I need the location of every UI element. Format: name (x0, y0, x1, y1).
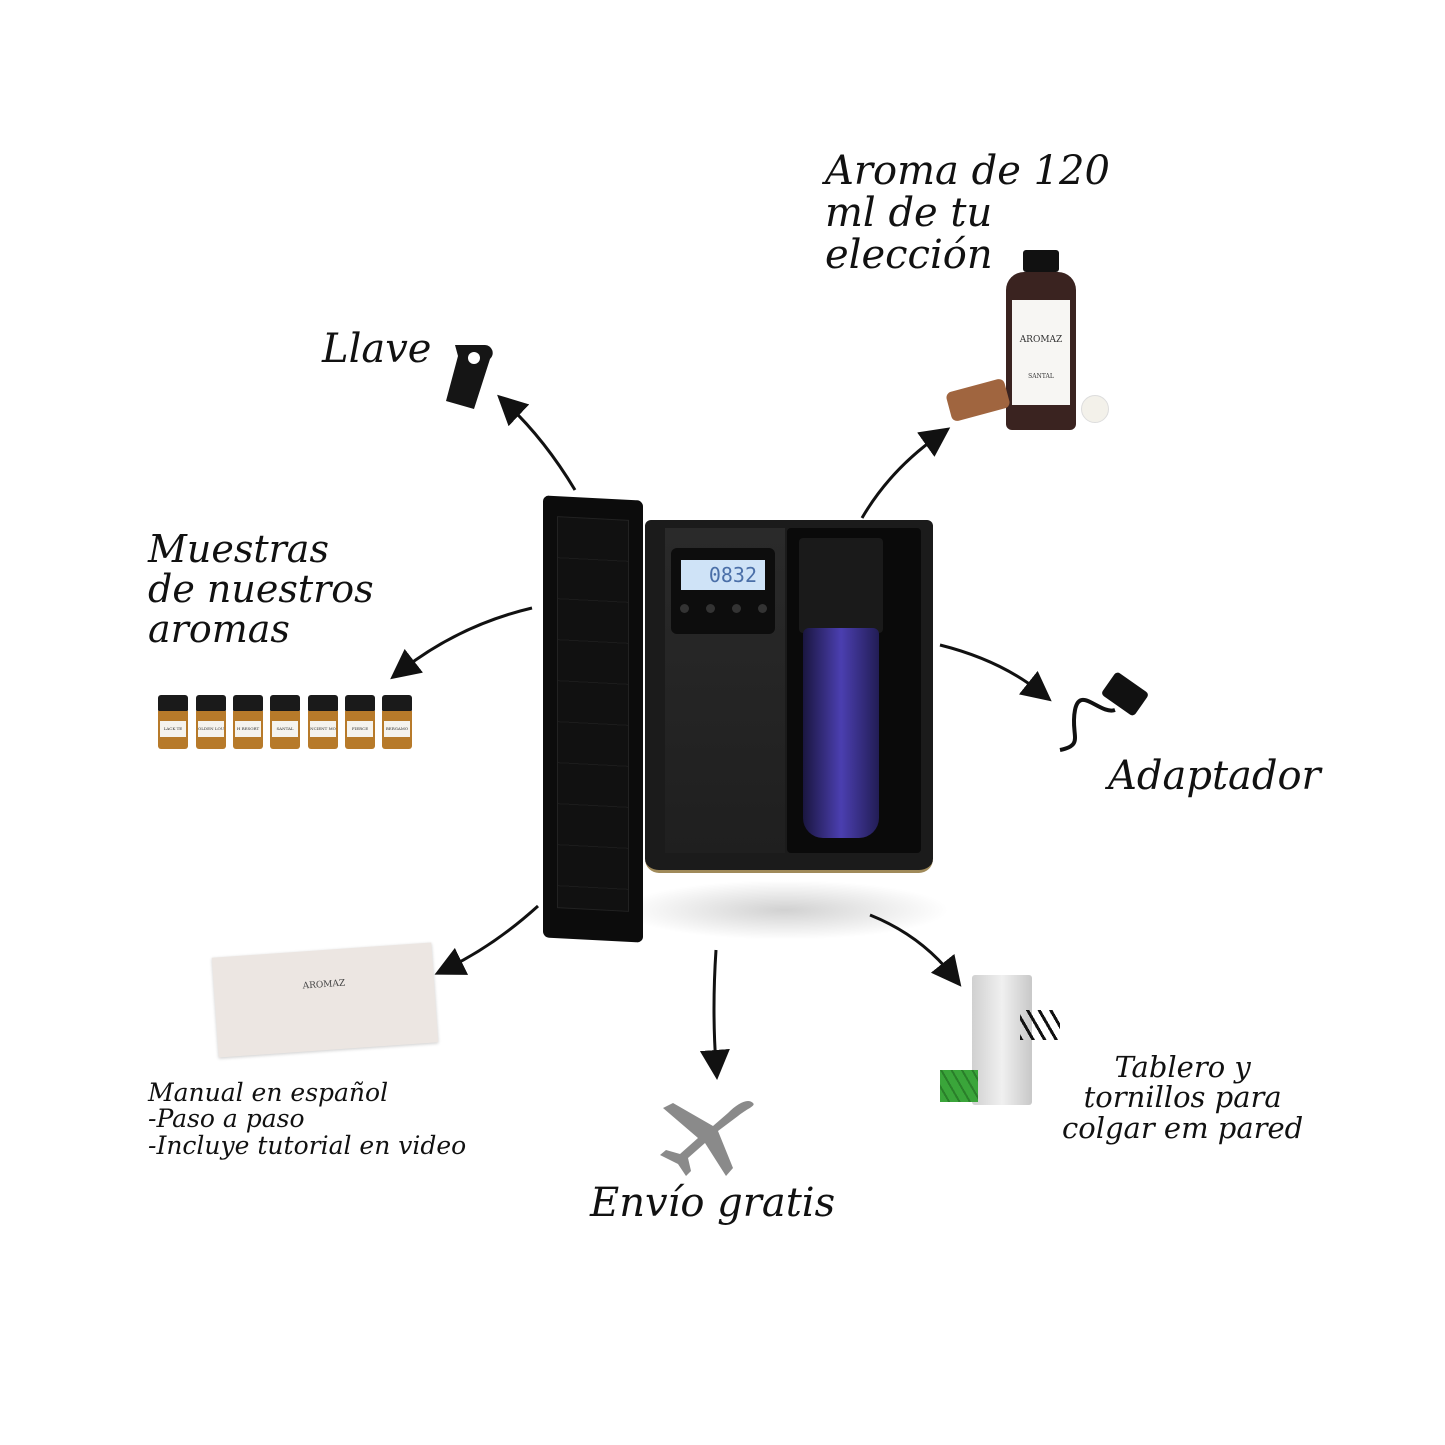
vial: H RESORT (233, 695, 263, 750)
panel-button[interactable] (731, 604, 741, 613)
panel-button[interactable] (679, 604, 689, 613)
board-label: Tablero y tornillos para colgar em pared (1062, 1050, 1304, 1145)
vial: NCIENT MO (308, 695, 338, 750)
manual-line: -Paso a paso (148, 1104, 305, 1134)
screws (1020, 1010, 1060, 1040)
arrow-shipping (699, 949, 730, 1080)
manual-label: Manual en español -Paso a paso -Incluye … (148, 1078, 467, 1160)
samples-label: Muestras de nuestros aromas (148, 527, 374, 651)
vial-label: NCIENT MO (310, 721, 336, 737)
board-line: colgar em pared (1062, 1110, 1304, 1145)
aroma-line: elección (825, 232, 993, 278)
arrow-samples (390, 606, 533, 680)
airplane-icon (660, 1101, 754, 1176)
arrow-adapter (939, 643, 1052, 702)
aroma-bottle: AROMAZ SANTAL (1006, 250, 1076, 430)
aroma-line: ml de tu (825, 190, 993, 236)
vial-label: SANTAL (272, 721, 298, 737)
bottle-brand: AROMAZ (1019, 335, 1063, 345)
arrow-aroma (860, 427, 951, 519)
mounting-board (972, 975, 1032, 1105)
samples-line: de nuestros (148, 566, 374, 611)
manual-line: Manual en español (148, 1078, 389, 1107)
samples-line: aromas (148, 606, 290, 651)
arrow-board (869, 913, 962, 987)
vial: OLDEN LOU (196, 695, 226, 750)
board-line: tornillos para (1083, 1080, 1282, 1115)
panel-button[interactable] (757, 604, 767, 613)
vial-label: H RESORT (235, 721, 261, 737)
key-icon (446, 345, 493, 409)
shadow (620, 880, 950, 940)
wall-plugs (940, 1070, 978, 1102)
arrow-manual (434, 904, 540, 975)
control-panel: 0832 (671, 548, 775, 634)
bottle-scent: SANTAL (1028, 373, 1054, 380)
aroma-tank (803, 628, 879, 838)
manual-line: -Incluye tutorial en video (148, 1130, 467, 1160)
vial: SANTAL (270, 695, 300, 750)
diffuser-body: 0832 (645, 520, 933, 873)
vial: BERGAMO (382, 695, 412, 750)
diffuser-door (543, 495, 643, 943)
vial: FIERCE (345, 695, 375, 750)
adapter-label: Adaptador (1108, 753, 1321, 799)
vial-label: BERGAMO (384, 721, 410, 737)
vanilla-flower (1075, 395, 1125, 425)
arrow-key (497, 394, 577, 491)
aroma-line: Aroma de 120 (825, 148, 1110, 194)
vial-label: LACK TE (160, 721, 186, 737)
adapter-icon (1059, 672, 1148, 752)
manual-card: AROMAZ (211, 942, 439, 1058)
manual-brand: AROMAZ (302, 978, 346, 992)
samples-line: Muestras (148, 527, 329, 571)
panel-button[interactable] (705, 604, 715, 613)
vial-label: OLDEN LOU (198, 721, 224, 737)
shipping-label: Envío gratis (590, 1180, 836, 1226)
vial: LACK TE (158, 695, 188, 750)
aroma-label: Aroma de 120 ml de tu elección (825, 150, 1110, 276)
key-label: Llave (322, 326, 432, 372)
lcd-display: 0832 (681, 560, 765, 590)
vial-label: FIERCE (347, 721, 373, 737)
board-line: Tablero y (1114, 1050, 1251, 1084)
